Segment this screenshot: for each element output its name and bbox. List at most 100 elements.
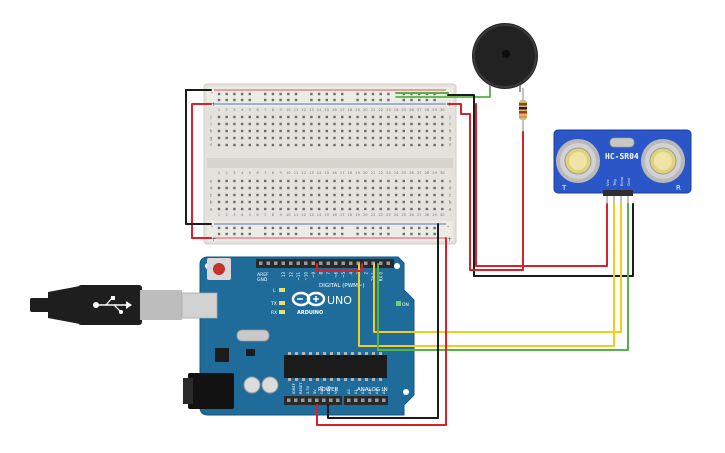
breadboard-hole[interactable] [264, 193, 267, 197]
breadboard-hole[interactable] [271, 186, 275, 190]
breadboard-hole[interactable] [379, 226, 382, 230]
breadboard-hole[interactable] [418, 232, 421, 236]
breadboard-hole[interactable] [279, 200, 282, 204]
breadboard-hole[interactable] [217, 186, 221, 190]
breadboard-hole[interactable] [217, 193, 221, 197]
breadboard-hole[interactable] [410, 115, 413, 119]
breadboard-hole[interactable] [310, 207, 313, 211]
breadboard-hole[interactable] [325, 115, 328, 119]
breadboard-hole[interactable] [441, 143, 444, 147]
breadboard-hole[interactable] [310, 115, 313, 119]
breadboard-hole[interactable] [240, 92, 244, 96]
breadboard-hole[interactable] [394, 200, 398, 204]
breadboard-hole[interactable] [387, 136, 390, 140]
breadboard-hole[interactable] [256, 115, 259, 119]
breadboard-hole[interactable] [348, 207, 352, 211]
breadboard-hole[interactable] [287, 207, 290, 211]
power-pin-hole[interactable] [354, 398, 358, 403]
breadboard-hole[interactable] [294, 186, 298, 190]
breadboard-hole[interactable] [333, 186, 336, 190]
breadboard-hole[interactable] [371, 129, 375, 133]
breadboard-hole[interactable] [248, 143, 251, 147]
breadboard-hole[interactable] [379, 115, 382, 119]
breadboard-hole[interactable] [402, 115, 405, 119]
breadboard-hole[interactable] [341, 186, 344, 190]
breadboard-hole[interactable] [387, 207, 390, 211]
breadboard-hole[interactable] [271, 122, 275, 126]
breadboard-hole[interactable] [348, 200, 352, 204]
breadboard-hole[interactable] [410, 122, 413, 126]
breadboard-hole[interactable] [317, 92, 321, 96]
breadboard-hole[interactable] [410, 232, 413, 236]
power-pin-hole[interactable] [375, 398, 379, 403]
breadboard-hole[interactable] [225, 115, 228, 119]
breadboard-hole[interactable] [256, 200, 259, 204]
breadboard-hole[interactable] [248, 98, 251, 102]
breadboard-hole[interactable] [264, 122, 267, 126]
breadboard-hole[interactable] [341, 122, 344, 126]
breadboard-hole[interactable] [264, 129, 267, 133]
breadboard-hole[interactable] [333, 129, 336, 133]
breadboard-hole[interactable] [418, 193, 421, 197]
breadboard-hole[interactable] [271, 115, 275, 119]
breadboard-hole[interactable] [248, 193, 251, 197]
breadboard-hole[interactable] [410, 143, 413, 147]
breadboard-hole[interactable] [294, 193, 298, 197]
breadboard-hole[interactable] [271, 92, 275, 96]
breadboard-hole[interactable] [387, 122, 390, 126]
power-pin-hole[interactable] [301, 398, 305, 403]
breadboard-hole[interactable] [387, 200, 390, 204]
power-pin-hole[interactable] [336, 398, 340, 403]
breadboard-hole[interactable] [371, 193, 375, 197]
breadboard-hole[interactable] [264, 179, 267, 183]
breadboard-hole[interactable] [240, 129, 244, 133]
breadboard-hole[interactable] [371, 143, 375, 147]
breadboard-hole[interactable] [356, 136, 359, 140]
breadboard-hole[interactable] [287, 179, 290, 183]
power-pin-hole[interactable] [308, 398, 312, 403]
breadboard-hole[interactable] [402, 200, 405, 204]
breadboard-hole[interactable] [310, 136, 313, 140]
breadboard-hole[interactable] [310, 226, 313, 230]
piezo-buzzer[interactable] [472, 23, 538, 92]
breadboard-hole[interactable] [418, 98, 421, 102]
resistor[interactable] [519, 88, 527, 132]
breadboard-hole[interactable] [264, 143, 267, 147]
breadboard-hole[interactable] [418, 129, 421, 133]
breadboard-hole[interactable] [341, 207, 344, 211]
breadboard-hole[interactable] [294, 143, 298, 147]
breadboard-hole[interactable] [271, 136, 275, 140]
breadboard-hole[interactable] [441, 207, 444, 211]
breadboard-hole[interactable] [302, 136, 305, 140]
breadboard-hole[interactable] [279, 136, 282, 140]
breadboard-hole[interactable] [387, 179, 390, 183]
breadboard-hole[interactable] [240, 226, 244, 230]
breadboard-hole[interactable] [356, 179, 359, 183]
breadboard-hole[interactable] [271, 129, 275, 133]
breadboard-hole[interactable] [418, 122, 421, 126]
breadboard-hole[interactable] [240, 143, 244, 147]
breadboard-hole[interactable] [302, 207, 305, 211]
power-pin-hole[interactable] [361, 398, 365, 403]
breadboard-hole[interactable] [279, 186, 282, 190]
breadboard-hole[interactable] [264, 200, 267, 204]
breadboard-hole[interactable] [433, 115, 436, 119]
breadboard-hole[interactable] [279, 232, 282, 236]
breadboard-hole[interactable] [225, 186, 228, 190]
breadboard-hole[interactable] [425, 143, 429, 147]
breadboard-hole[interactable] [418, 207, 421, 211]
breadboard-hole[interactable] [287, 98, 290, 102]
breadboard-hole[interactable] [379, 207, 382, 211]
breadboard-hole[interactable] [379, 186, 382, 190]
breadboard-hole[interactable] [387, 226, 390, 230]
breadboard-hole[interactable] [418, 226, 421, 230]
breadboard-hole[interactable] [418, 136, 421, 140]
breadboard-hole[interactable] [433, 193, 436, 197]
breadboard-hole[interactable] [302, 200, 305, 204]
breadboard-hole[interactable] [310, 129, 313, 133]
breadboard-hole[interactable] [248, 115, 251, 119]
breadboard-hole[interactable] [433, 226, 436, 230]
breadboard-hole[interactable] [341, 226, 344, 230]
digital-pin-hole[interactable] [364, 261, 368, 266]
